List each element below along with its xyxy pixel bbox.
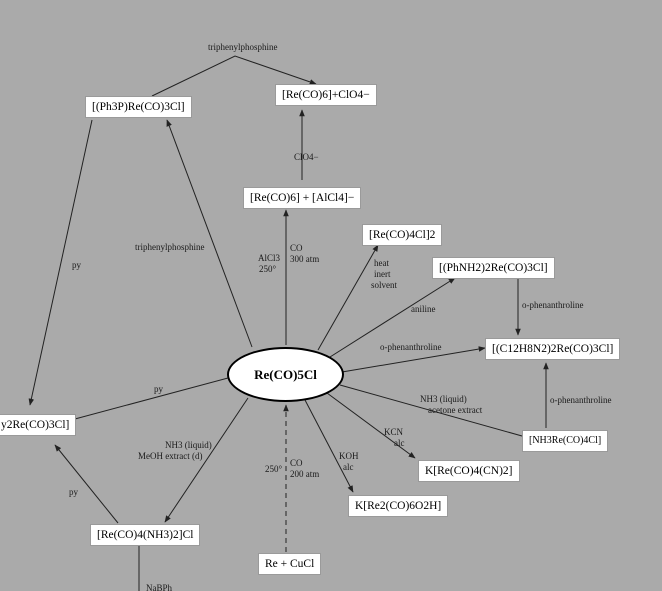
compound-re-co4-cl-2: [Re(CO)4Cl]2 [362, 224, 443, 246]
compound-nh3-re-co4-cl: [NH3Re(CO)4Cl] [522, 430, 609, 452]
label-py-low: py [69, 487, 78, 497]
arrow-top-ph3p [151, 55, 317, 97]
compound-re-cucl: Re + CuCl [258, 553, 322, 575]
label-nh3-meoh: NH3 (liquid) [165, 440, 212, 450]
label-nh3-acetone: NH3 (liquid) [420, 394, 467, 404]
arrow-py-left [28, 119, 93, 406]
label-triphenylphosphine-top: triphenylphosphine [208, 42, 278, 52]
arrow-kcn [326, 392, 416, 459]
label-kcn: KCN [384, 427, 404, 437]
label-co-bottom: CO [290, 458, 303, 468]
label-py-mid: py [154, 384, 163, 394]
label-o-phen-right-top: o-phenanthroline [522, 300, 584, 310]
label-co-bottom-pressure: 200 atm [290, 469, 320, 479]
label-o-phen-right-low: o-phenanthroline [550, 395, 612, 405]
compound-re-co6-clo4: [Re(CO)6]+ClO4− [275, 84, 377, 106]
label-clo4: ClO4− [294, 152, 319, 162]
label-heat: heat [374, 258, 389, 268]
label-o-phen-mid: o-phenanthroline [380, 342, 442, 352]
arrow-nh3-acetone [339, 384, 523, 437]
label-alcl3-temp: 250° [259, 264, 277, 274]
arrow-heat [317, 244, 379, 351]
label-temp-bottom: 250° [265, 464, 283, 474]
central-reactant: Re(CO)5Cl [227, 347, 344, 402]
compound-c12h8n2-2-re-co3-cl: [(C12H8N2)2Re(CO)3Cl] [485, 338, 621, 360]
compound-re-co6-alcl4: [Re(CO)6] + [AlCl4]− [243, 187, 362, 209]
arrow-py-mid [59, 377, 229, 425]
arrow-nh3-meoh [164, 397, 249, 523]
label-co-top: CO [290, 243, 303, 253]
arrow-aniline [329, 277, 456, 358]
arrow-triphenylphosphine [166, 119, 253, 348]
label-acetone-extract: acetone extract [428, 405, 483, 415]
compound-re-co4-nh3-2-cl: [Re(CO)4(NH3)2]Cl [90, 524, 201, 546]
label-koh: KOH [339, 451, 359, 461]
label-solvent: solvent [371, 280, 397, 290]
arrow-py-low [54, 444, 119, 524]
label-inert: inert [374, 269, 391, 279]
label-aniline: aniline [411, 304, 436, 314]
label-alcl3: AlCl3 [258, 253, 281, 263]
label-koh-alc: alc [343, 462, 354, 472]
label-co-top-pressure: 300 atm [290, 254, 320, 264]
compound-k-re-co4-cn-2: K[Re(CO)4(CN)2] [418, 460, 520, 482]
compound-k-re2-co6-o2h: K[Re2(CO)6O2H] [348, 495, 449, 517]
label-kcn-alc: alc [394, 438, 405, 448]
label-triphenylphosphine-mid: triphenylphosphine [135, 242, 205, 252]
label-py-left: py [72, 260, 81, 270]
compound-py2-re-co3-cl: y2Re(CO)3Cl] [0, 414, 77, 436]
arrow-koh [304, 399, 354, 493]
compound-phnh2-2-re-co3-cl: [(PhNH2)2Re(CO)3Cl] [432, 257, 555, 279]
label-meoh-extract: MeOH extract (d) [138, 451, 203, 461]
compound-ph3p-re-co3-cl: [(Ph3P)Re(CO)3Cl] [85, 96, 192, 118]
label-nabph: NaBPh [146, 583, 173, 591]
arrow-phen-mid [341, 346, 486, 373]
